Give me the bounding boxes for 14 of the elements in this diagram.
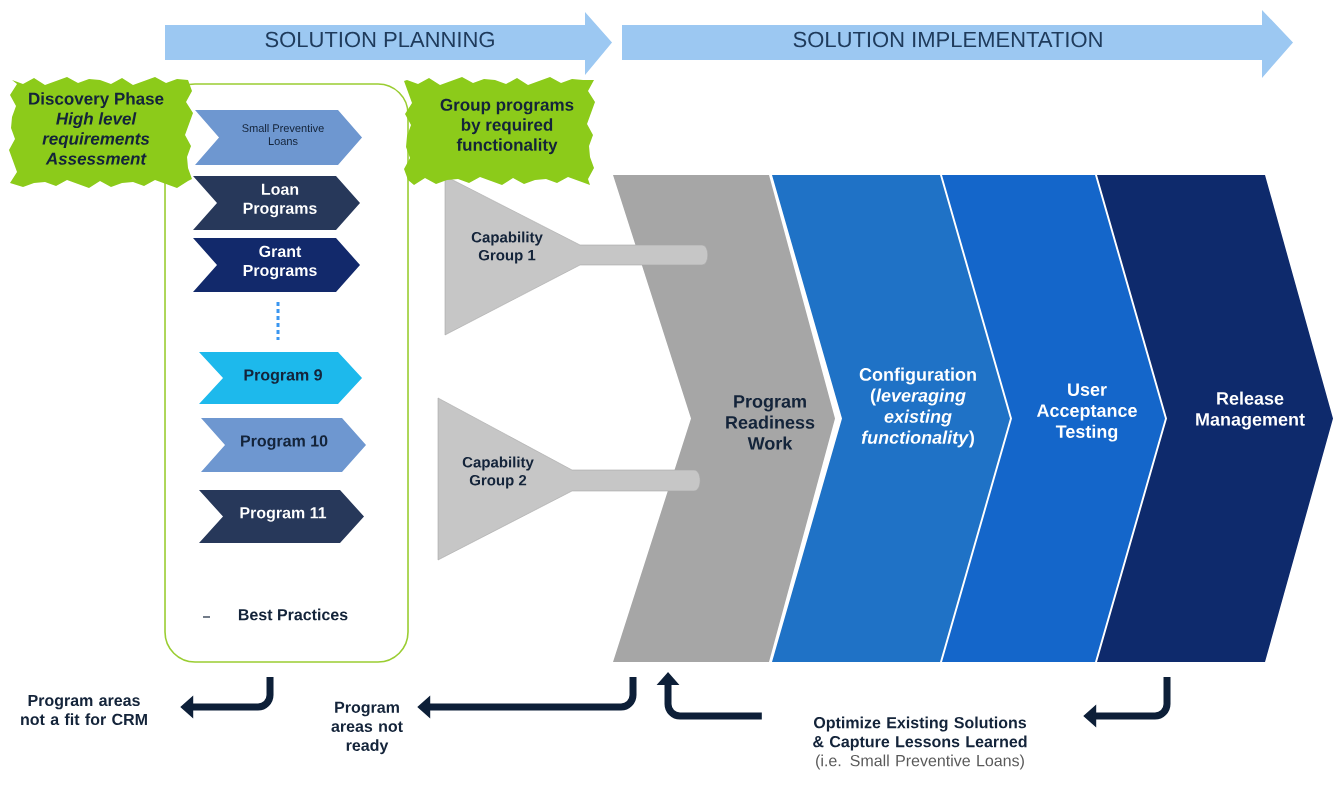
program-tag: Program 10 xyxy=(201,418,366,472)
program-tag: Program 9 xyxy=(199,352,362,404)
program-tag: Small Preventive Loans xyxy=(195,110,362,165)
funnel: Capability Group 2 xyxy=(437,397,701,561)
funnel: Capability Group 1 xyxy=(444,175,709,336)
highlight-blob: Group programs by required functionality xyxy=(404,77,595,185)
highlight-blob: Discovery Phase High level requirements Assessment xyxy=(9,77,193,188)
note-text: Program areas not ready xyxy=(331,701,403,755)
program-tag: Grant Programs xyxy=(193,238,360,292)
note-text: Optimize Existing Solutions & Capture Lessons Learned (i.e. Small Preventive Loans) xyxy=(813,716,1027,770)
program-tag: Loan Programs xyxy=(193,176,360,230)
note-text: Program areas not a fit for CRM xyxy=(21,694,147,726)
program-tag: Program 11 xyxy=(199,490,364,543)
process-step: Program Readiness Work xyxy=(613,175,835,662)
